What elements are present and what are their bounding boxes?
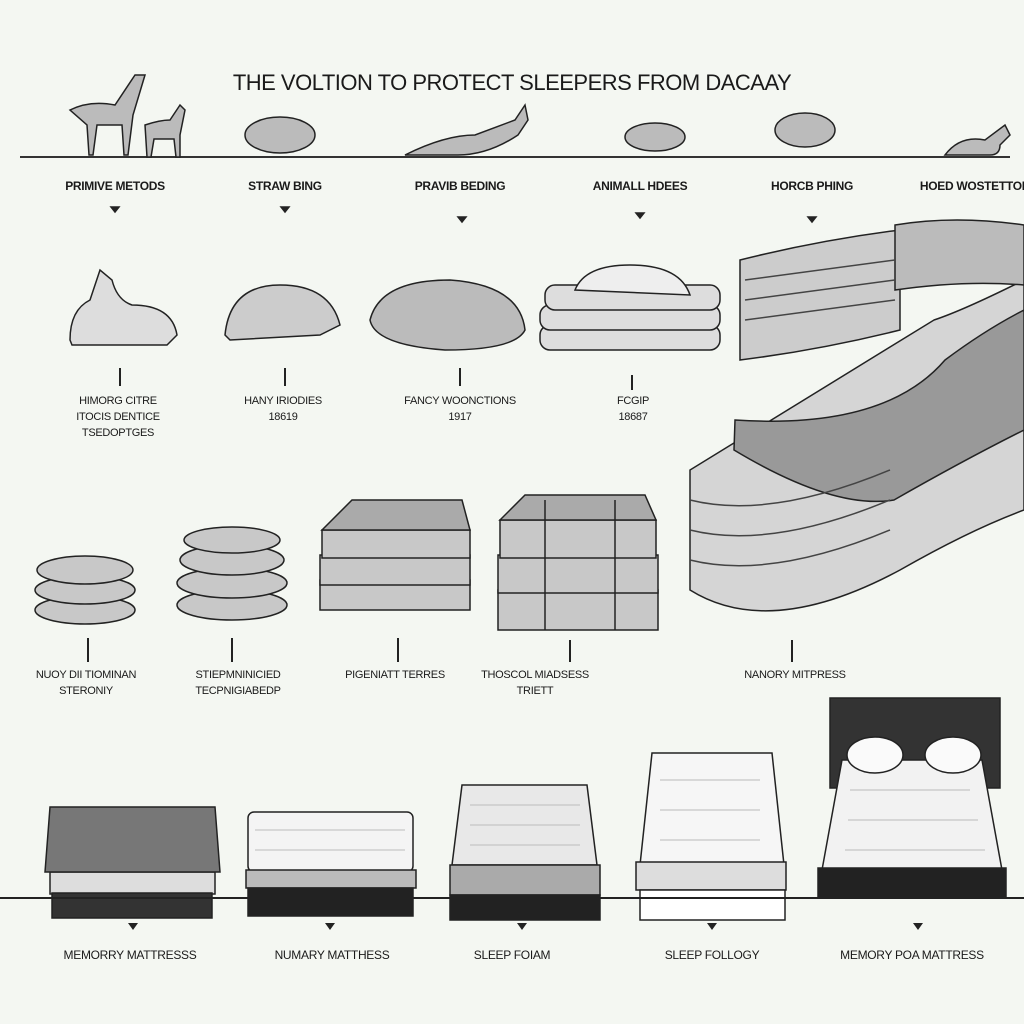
quilt-pattern xyxy=(255,779,985,851)
deer-icon xyxy=(144,103,186,158)
row1-arrows xyxy=(109,206,818,224)
fox-icon xyxy=(943,123,1011,156)
grass-stack-1 xyxy=(34,555,136,625)
stage-label: PRAVIB BEDING xyxy=(414,179,506,193)
stage-label: HORCB PHING xyxy=(770,179,854,193)
row1-ticks xyxy=(119,368,633,390)
grass-mattress xyxy=(44,806,221,919)
gazelle-icon xyxy=(404,103,529,156)
animal-silhouettes xyxy=(68,74,1011,158)
page-title: THE VOLTION TO PROTECT SLEEPERS FROM DAC… xyxy=(232,70,792,95)
row3-mattresses xyxy=(44,697,1007,921)
stage-label: HOED WOSTETTON xyxy=(919,179,1024,193)
tied-bundle-stack xyxy=(497,494,659,631)
quilted-mattress-1 xyxy=(245,811,417,917)
curved-mattress-stack xyxy=(689,219,1024,612)
row1-images xyxy=(69,264,721,351)
sheep-icon xyxy=(774,112,836,148)
row3-caption: MEMORY POA MATTRESS xyxy=(840,948,984,962)
stage-label: ANIMALL HDEES xyxy=(592,179,688,193)
stage-label: STRAW BING xyxy=(248,179,322,193)
row3-caption: MEMORRY MATTRESSS xyxy=(63,948,197,962)
grass-stack-2 xyxy=(176,526,288,621)
row2-caption: PIGENIATT TERRES xyxy=(345,669,445,681)
row3-caption: SLEEP FOLLOGY xyxy=(664,948,760,962)
bed-with-headboard xyxy=(817,697,1007,899)
bear-sleeping-icon xyxy=(224,284,341,341)
hide-pile-icon xyxy=(539,264,721,351)
row3-arrows xyxy=(128,923,923,930)
giraffe-icon xyxy=(68,74,147,156)
row2-caption: NANORY MITPRESS xyxy=(744,669,846,681)
row3-caption: NUMARY MATTHESS xyxy=(274,948,390,962)
bear-icon xyxy=(244,116,316,154)
row2-ticks xyxy=(87,638,793,662)
row3-caption: SLEEP FOIAM xyxy=(473,948,551,962)
hay-bed-icon xyxy=(369,279,526,351)
wolf-icon xyxy=(69,268,178,346)
stage-label: PRIMIVE METODS xyxy=(65,179,165,193)
quilted-mattress-3 xyxy=(635,752,787,921)
capybara-icon xyxy=(624,122,686,152)
row2-stacks xyxy=(34,494,659,631)
grass-stack-3 xyxy=(319,499,471,611)
